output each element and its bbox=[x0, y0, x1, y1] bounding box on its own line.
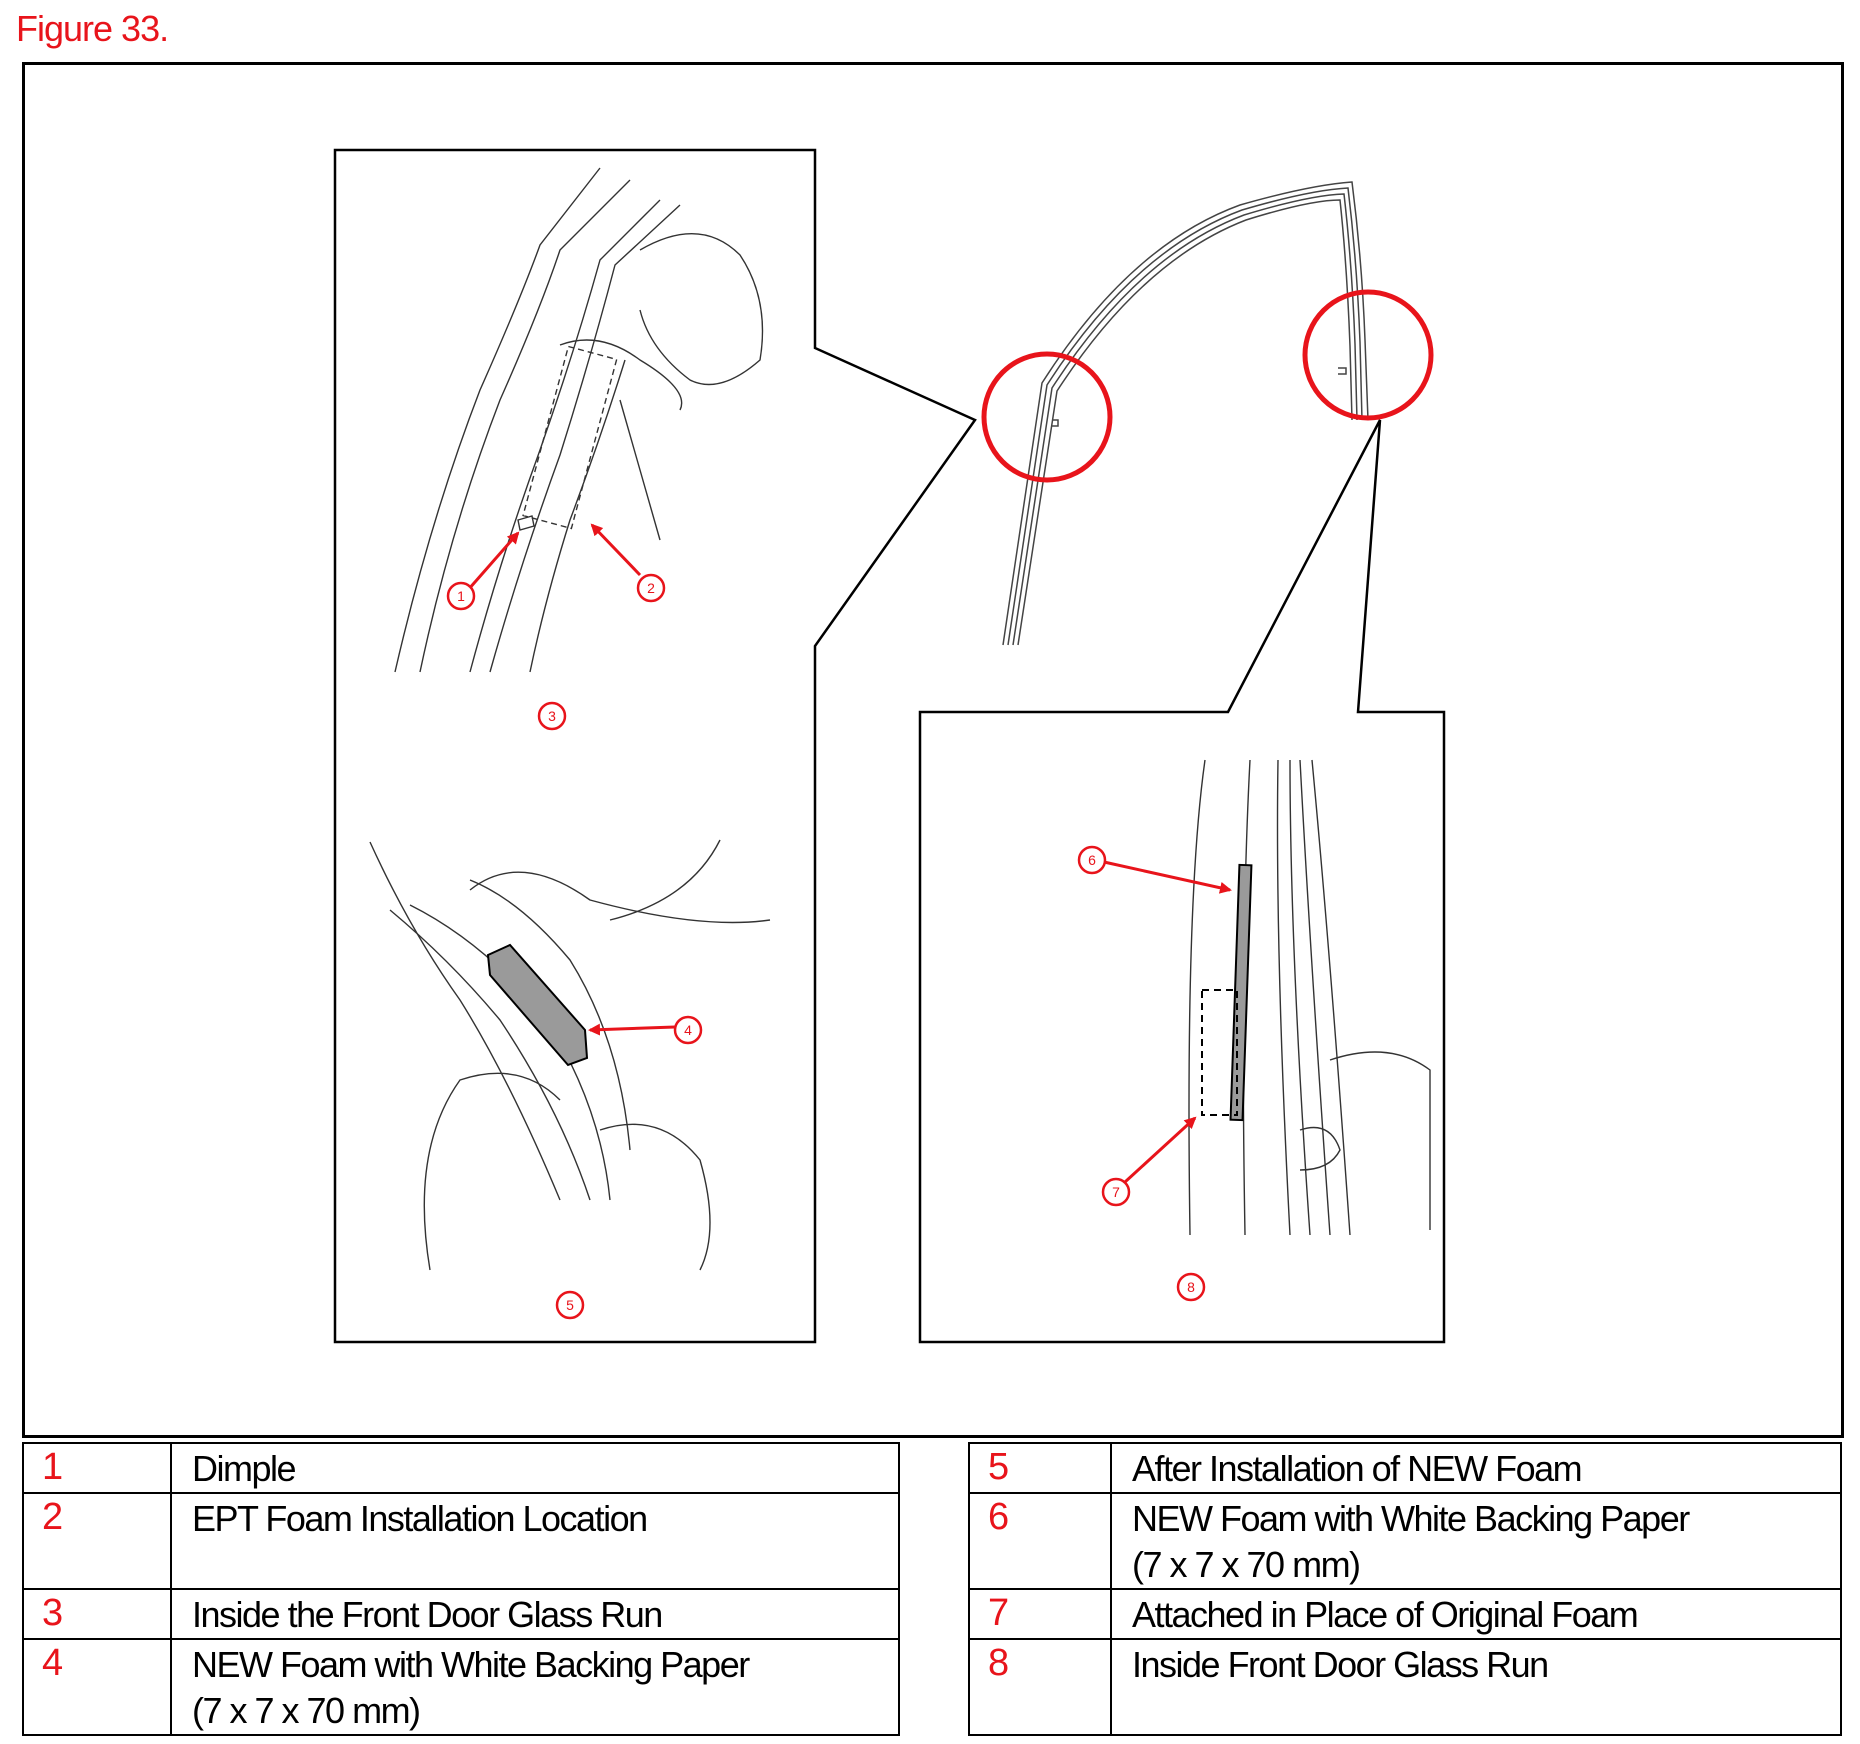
left-detail-panel bbox=[333, 148, 977, 1344]
svg-text:3: 3 bbox=[548, 708, 556, 724]
svg-text:5: 5 bbox=[566, 1297, 574, 1313]
dimple-mark-right bbox=[1338, 367, 1347, 375]
legend-description: NEW Foam with White Backing Paper(7 x 7 … bbox=[170, 1638, 900, 1736]
legend-row: 2 EPT Foam Installation Location bbox=[22, 1492, 900, 1590]
svg-text:1: 1 bbox=[457, 588, 465, 604]
callout-7: 7 bbox=[1101, 1177, 1131, 1207]
original-foam-location-dashed bbox=[1201, 989, 1238, 1116]
ept-foam-location-dashed bbox=[522, 345, 618, 530]
legend-row: 6 NEW Foam with White Backing Paper(7 x … bbox=[968, 1492, 1842, 1590]
legend-number: 3 bbox=[22, 1588, 172, 1640]
right-detail-panel bbox=[918, 419, 1446, 1344]
callout-3: 3 bbox=[537, 701, 567, 731]
legend-number: 1 bbox=[22, 1442, 172, 1494]
highlight-circle-right bbox=[1302, 289, 1434, 421]
legend-row: 1 Dimple bbox=[22, 1442, 900, 1494]
door-glass-run-illustration: 1 2 3 4 5 6 7 8 bbox=[333, 148, 1446, 1344]
callout-2: 2 bbox=[636, 573, 666, 603]
legend-description: Dimple bbox=[170, 1442, 900, 1494]
legend-description: Inside Front Door Glass Run bbox=[1110, 1638, 1842, 1736]
sketch-inside-glass-run bbox=[394, 167, 764, 673]
svg-text:7: 7 bbox=[1112, 1184, 1120, 1200]
legend-number: 5 bbox=[968, 1442, 1112, 1494]
legend-table-right: 5 After Installation of NEW Foam 6 NEW F… bbox=[968, 1442, 1842, 1736]
callout-1: 1 bbox=[446, 581, 476, 611]
legend-number: 4 bbox=[22, 1638, 172, 1736]
legend-description: EPT Foam Installation Location bbox=[170, 1492, 900, 1590]
legend-row: 8 Inside Front Door Glass Run bbox=[968, 1638, 1842, 1736]
legend-row: 7 Attached in Place of Original Foam bbox=[968, 1588, 1842, 1640]
illustration-frame bbox=[22, 62, 1844, 1438]
sketch-attached-foam bbox=[1188, 759, 1431, 1236]
callout-6: 6 bbox=[1077, 845, 1107, 875]
legend-description: NEW Foam with White Backing Paper(7 x 7 … bbox=[1110, 1492, 1842, 1590]
svg-text:6: 6 bbox=[1088, 852, 1096, 868]
legend-description: Inside the Front Door Glass Run bbox=[170, 1588, 900, 1640]
legend-table-left: 1 Dimple 2 EPT Foam Installation Locatio… bbox=[22, 1442, 900, 1736]
new-foam-strip-illustration bbox=[1229, 863, 1253, 1122]
legend-number: 6 bbox=[968, 1492, 1112, 1590]
figure-title: Figure 33. bbox=[16, 8, 169, 49]
callout-8: 8 bbox=[1176, 1272, 1206, 1302]
legend-description: After Installation of NEW Foam bbox=[1110, 1442, 1842, 1494]
legend-row: 4 NEW Foam with White Backing Paper(7 x … bbox=[22, 1638, 900, 1736]
legend-description: Attached in Place of Original Foam bbox=[1110, 1588, 1842, 1640]
callout-4: 4 bbox=[673, 1015, 703, 1045]
glass-run-outline bbox=[1002, 181, 1369, 646]
legend-number: 7 bbox=[968, 1588, 1112, 1640]
legend-row: 3 Inside the Front Door Glass Run bbox=[22, 1588, 900, 1640]
legend-number: 2 bbox=[22, 1492, 172, 1590]
highlight-circle-left bbox=[981, 351, 1113, 483]
svg-text:8: 8 bbox=[1187, 1279, 1195, 1295]
legend-number: 8 bbox=[968, 1638, 1112, 1736]
sketch-foam-installation bbox=[369, 839, 771, 1271]
legend-row: 5 After Installation of NEW Foam bbox=[968, 1442, 1842, 1494]
dimple-shape bbox=[517, 515, 535, 531]
new-foam-block-illustration bbox=[486, 943, 589, 1067]
callout-5: 5 bbox=[555, 1290, 585, 1320]
svg-text:4: 4 bbox=[684, 1022, 692, 1038]
svg-text:2: 2 bbox=[647, 580, 655, 596]
dimple-mark-left bbox=[1052, 419, 1059, 427]
